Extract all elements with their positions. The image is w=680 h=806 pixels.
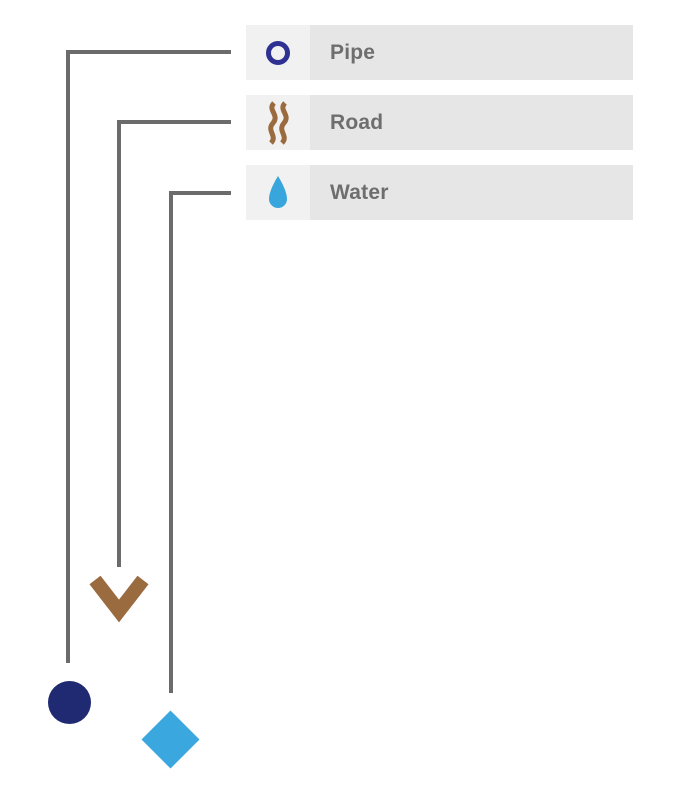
item-label-water: Water: [330, 180, 389, 204]
water-label-cell: Water: [310, 165, 633, 220]
target-navy-circle[interactable]: [48, 681, 91, 724]
target-blue-diamond[interactable]: [141, 710, 200, 769]
item-row-water[interactable]: Water: [246, 165, 633, 220]
connector-road-to-chevron: [117, 120, 231, 567]
water-icon-cell: [246, 165, 310, 220]
connector-water-to-diamond: [169, 191, 231, 693]
pipe-icon-cell: [246, 25, 310, 80]
road-waves-icon: [268, 100, 289, 145]
item-row-road[interactable]: Road: [246, 95, 633, 150]
item-label-pipe: Pipe: [330, 40, 376, 64]
item-label-road: Road: [330, 110, 384, 134]
target-brown-chevron[interactable]: [84, 566, 154, 628]
pipe-label-cell: Pipe: [310, 25, 633, 80]
water-drop-icon: [269, 175, 287, 208]
item-row-pipe[interactable]: Pipe: [246, 25, 633, 80]
road-label-cell: Road: [310, 95, 633, 150]
ring-icon: [266, 40, 290, 65]
road-icon-cell: [246, 95, 310, 150]
